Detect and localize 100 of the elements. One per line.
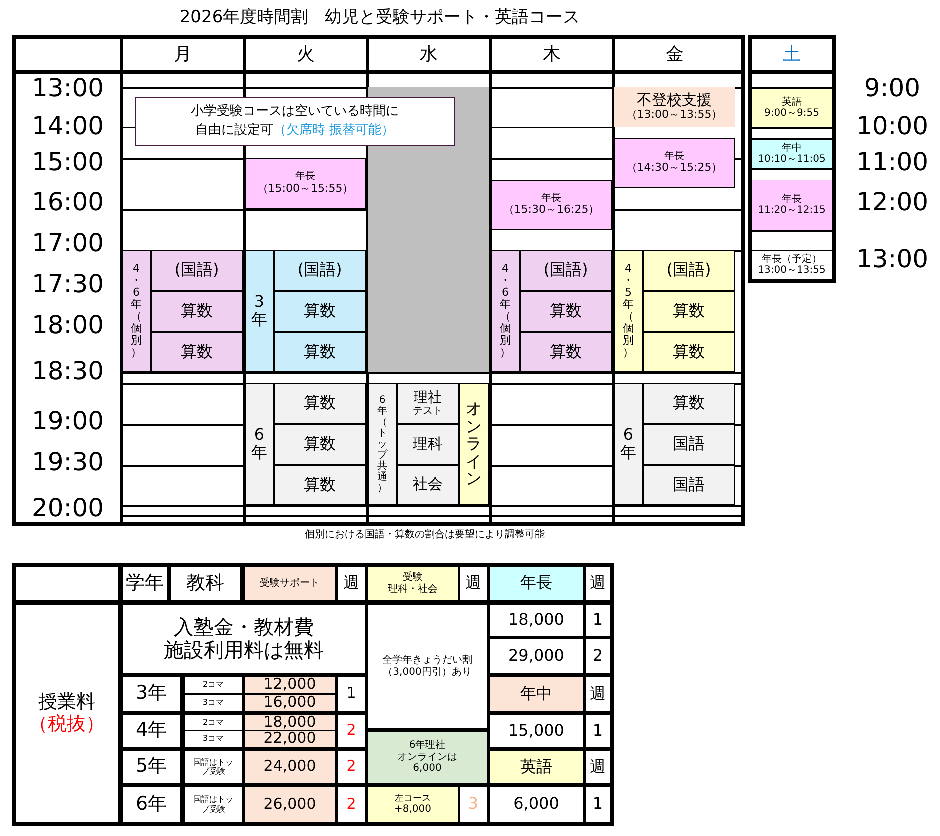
class-time: 10:10～11:05 bbox=[758, 154, 826, 166]
subject-cell: 理科 bbox=[397, 424, 459, 465]
extra-course-text: +8,000 bbox=[394, 804, 432, 816]
price-cell: 18,000 bbox=[490, 605, 583, 636]
header-text: 受験 bbox=[403, 572, 423, 584]
note-text: （欠席時 振替可能） bbox=[273, 122, 395, 138]
day-label: 火 bbox=[297, 44, 315, 64]
price-cell: 24,000 bbox=[245, 751, 335, 783]
time-label: 19:30 bbox=[32, 448, 104, 476]
header-cell: 教科 bbox=[171, 567, 240, 600]
subject-cell: (国語) bbox=[274, 250, 366, 291]
subject-cell: 算数 bbox=[643, 383, 735, 424]
subject-cell: 算数 bbox=[274, 465, 366, 505]
class-name: 年長 bbox=[782, 194, 802, 205]
subject-note: テスト bbox=[413, 406, 443, 418]
extra-course-text: 左コース bbox=[395, 794, 431, 804]
subject-cell: 算数 bbox=[520, 332, 612, 372]
price-cell: 15,000 bbox=[490, 715, 583, 747]
grade-cell: 6年 bbox=[614, 383, 643, 505]
online-price-text: オンラインは6,000 bbox=[396, 752, 458, 775]
class-name: 年中 bbox=[782, 142, 802, 154]
time-label: 13:00 bbox=[856, 245, 929, 273]
time-label: 18:00 bbox=[32, 311, 104, 339]
lesson-count-cell: 3コマ bbox=[185, 731, 242, 747]
class-time: 13:00～13:55 bbox=[758, 265, 826, 276]
lesson-count-cell: 国語はトップ受験 bbox=[185, 751, 242, 783]
header-text: 理科・社会 bbox=[388, 584, 438, 595]
fee-note-text: 施設利用料は無料 bbox=[164, 639, 324, 662]
grade-cell: 4・6年（個別） bbox=[491, 250, 520, 372]
time-label: 13:00 bbox=[32, 74, 104, 102]
time-label: 11:00 bbox=[856, 148, 929, 176]
weekly-count-cell: 3 bbox=[460, 787, 487, 822]
class-time: 9:00～9:55 bbox=[764, 108, 820, 120]
lesson-count-cell: 2コマ bbox=[185, 677, 242, 693]
grade-cell: 6年 bbox=[245, 383, 274, 505]
class-time: （15:30～16:25） bbox=[503, 204, 600, 218]
lesson-count-cell: 国語はトップ受験 bbox=[185, 787, 242, 822]
header-cell: 年長 bbox=[490, 567, 583, 600]
price-cell: 26,000 bbox=[245, 787, 335, 822]
weekly-count-cell: 2 bbox=[338, 787, 365, 822]
day-label: 木 bbox=[543, 44, 561, 64]
grade-cell: 6年（トップ共通） bbox=[368, 383, 397, 505]
grade-cell: 4・5年（個別） bbox=[614, 250, 643, 372]
price-cell: 6,000 bbox=[490, 787, 583, 822]
subject-cell: 算数 bbox=[274, 424, 366, 465]
class-name: 年長 bbox=[542, 192, 562, 204]
day-label: 水 bbox=[420, 44, 438, 64]
time-label: 12:00 bbox=[856, 188, 929, 216]
note-text: 小学受験コースは空いている時間に bbox=[191, 104, 399, 120]
grade-cell: 3年 bbox=[123, 677, 180, 711]
online-price-text: 6年理社 bbox=[409, 740, 446, 752]
time-label: 10:00 bbox=[856, 112, 929, 140]
tax-note: （税抜） bbox=[29, 714, 105, 736]
weekly-count-cell: 1 bbox=[586, 605, 610, 636]
fee-heading-text: 授業料 bbox=[38, 692, 96, 714]
time-label: 17:30 bbox=[32, 270, 104, 298]
time-label: 9:00 bbox=[864, 74, 921, 102]
header-cell: 週 bbox=[586, 567, 610, 600]
subject-cell: (国語) bbox=[151, 250, 243, 291]
grade-cell: 4年 bbox=[123, 715, 180, 747]
title-text: 2026年度時間割 幼児と受験サポート・英語コース bbox=[180, 8, 580, 28]
time-label: 16:00 bbox=[32, 188, 104, 216]
weekly-count-cell: 1 bbox=[586, 787, 610, 822]
day-label: 月 bbox=[174, 44, 192, 64]
grade-cell: 5年 bbox=[123, 751, 180, 783]
subject-cell: (国語) bbox=[643, 250, 735, 291]
grade-cell: 4・6年（個別） bbox=[122, 250, 151, 372]
header-cell: 週 bbox=[586, 677, 610, 711]
header-cell: 年中 bbox=[490, 677, 583, 711]
class-time: 11:20～12:15 bbox=[758, 205, 826, 216]
grade-cell: 6年 bbox=[123, 787, 180, 822]
day-label: 金 bbox=[666, 44, 684, 64]
weekly-count-cell: 2 bbox=[338, 715, 365, 747]
class-name: 年長 bbox=[296, 171, 316, 183]
footnote-text: 個別における国語・算数の割合は要望により調整可能 bbox=[305, 530, 545, 540]
class-name: 年長（予定） bbox=[762, 254, 822, 265]
header-cell: 週 bbox=[586, 751, 610, 783]
price-cell: 18,000 bbox=[245, 715, 335, 730]
subject-cell: 算数 bbox=[274, 383, 366, 424]
class-name: 年長 bbox=[664, 150, 684, 162]
weekly-count-cell: 2 bbox=[338, 751, 365, 783]
subject-cell: 算数 bbox=[520, 291, 612, 332]
subject-cell: 算数 bbox=[274, 291, 366, 332]
price-cell: 22,000 bbox=[245, 731, 335, 747]
grade-cell: 3年 bbox=[245, 250, 274, 372]
weekly-count-cell: 2 bbox=[586, 639, 610, 673]
header-cell: 週 bbox=[460, 567, 487, 600]
subject-cell: 算数 bbox=[643, 291, 735, 332]
time-label: 18:30 bbox=[32, 357, 104, 385]
discount-cell: 全学年きょうだい割（3,000円引）あり bbox=[368, 605, 487, 728]
online-cell: オンライン bbox=[459, 383, 489, 505]
subject-cell: (国語) bbox=[520, 250, 612, 291]
time-label: 14:00 bbox=[32, 112, 104, 140]
lesson-count-cell: 3コマ bbox=[185, 695, 242, 711]
time-label: 19:00 bbox=[32, 407, 104, 435]
price-cell: 29,000 bbox=[490, 639, 583, 673]
time-label: 20:00 bbox=[32, 494, 104, 522]
subject-cell: 算数 bbox=[643, 332, 735, 372]
weekly-count-cell: 1 bbox=[338, 677, 365, 711]
header-cell: 受験サポート bbox=[245, 567, 335, 600]
